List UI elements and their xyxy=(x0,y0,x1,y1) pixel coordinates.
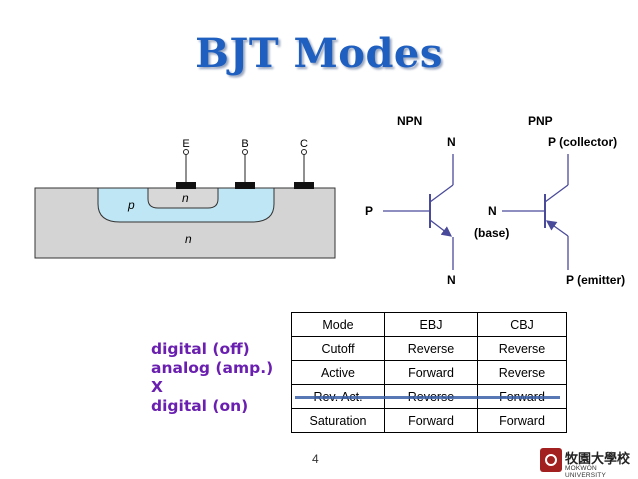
bjt-cross-section: E B C p n n xyxy=(34,138,336,259)
header-mode: Mode xyxy=(291,312,385,337)
cell-ebj: Forward xyxy=(384,360,478,385)
pnp-heading: PNP xyxy=(528,114,553,128)
modes-list: digital (off) analog (amp.) X digital (o… xyxy=(151,340,273,416)
header-cbj: CBJ xyxy=(477,312,567,337)
pnp-emitter-label: P (emitter) xyxy=(566,273,625,287)
slide-title: BJT Modes xyxy=(195,30,443,77)
npn-heading: NPN xyxy=(397,114,422,128)
emitter-region-label: n xyxy=(182,191,189,205)
base-terminal-label: B xyxy=(241,138,248,150)
collector-region-label: n xyxy=(185,232,192,246)
table-row: Cutoff Reverse Reverse xyxy=(291,336,567,361)
base-region-label: p xyxy=(127,198,135,212)
pnp-collector-label: P (collector) xyxy=(548,135,617,149)
npn-base-label: P xyxy=(365,204,373,218)
collector-contact xyxy=(294,182,314,189)
cell-cbj: Forward xyxy=(477,408,567,433)
pnp-base-note: (base) xyxy=(474,226,509,240)
cell-mode: Active xyxy=(291,360,385,385)
strikethrough-line xyxy=(295,396,560,399)
university-logo: 牧園大學校 MOKWON UNIVERSITY xyxy=(540,448,634,479)
table-row: Saturation Forward Forward xyxy=(291,408,567,433)
university-emblem-icon xyxy=(540,448,562,472)
cell-cbj: Reverse xyxy=(477,360,567,385)
logo-name: 牧園大學校 xyxy=(565,452,631,467)
cell-cbj: Reverse xyxy=(477,336,567,361)
table-header-row: Mode EBJ CBJ xyxy=(291,312,567,337)
cell-mode: Cutoff xyxy=(291,336,385,361)
emitter-terminal-label: E xyxy=(182,138,189,150)
mode-cutoff-usage: digital (off) xyxy=(151,340,250,358)
npn-symbol xyxy=(383,154,454,270)
base-contact xyxy=(235,182,255,189)
cell-ebj: Forward xyxy=(384,408,478,433)
pnp-symbol xyxy=(502,154,569,270)
emitter-contact xyxy=(176,182,196,189)
page-number: 4 xyxy=(312,452,319,466)
mode-table: Mode EBJ CBJ Cutoff Reverse Reverse Acti… xyxy=(291,312,567,433)
cell-mode: Saturation xyxy=(291,408,385,433)
mode-active-usage: analog (amp.) xyxy=(151,359,274,377)
n-emitter-region xyxy=(147,187,219,209)
transistor-symbols: NPN N P N PNP P (collector) N (base) P (… xyxy=(365,114,625,287)
npn-collector-label: N xyxy=(447,135,456,149)
mode-saturation-usage: digital (on) xyxy=(151,397,249,415)
header-ebj: EBJ xyxy=(384,312,478,337)
cell-ebj: Reverse xyxy=(384,336,478,361)
collector-terminal-label: C xyxy=(300,138,308,150)
mode-reverse-active-usage: X xyxy=(151,378,163,396)
logo-subtitle: MOKWON UNIVERSITY xyxy=(565,465,607,479)
table-row: Active Forward Reverse xyxy=(291,360,567,385)
npn-emitter-label: N xyxy=(447,273,456,287)
pnp-base-label: N xyxy=(488,204,497,218)
